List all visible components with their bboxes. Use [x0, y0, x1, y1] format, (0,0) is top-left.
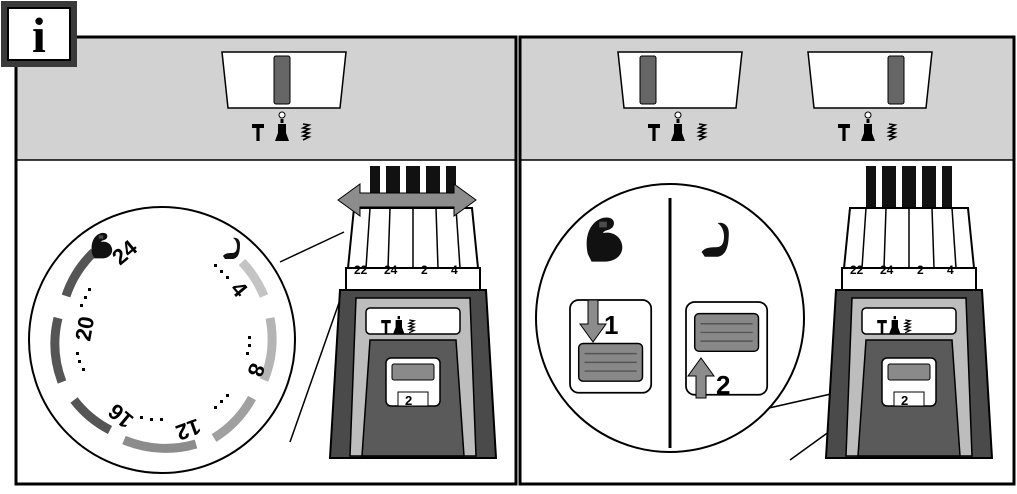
- clutch-dial-magnifier: 24 20 16 12 8 4: [28, 206, 345, 474]
- mode-selector-drill: [617, 51, 743, 141]
- svg-text:22: 22: [850, 263, 864, 277]
- svg-text:2: 2: [421, 263, 428, 277]
- svg-text:4: 4: [451, 263, 458, 277]
- step-1-label: 1: [604, 310, 618, 340]
- info-icon: i: [7, 7, 71, 63]
- info-badge: i: [1, 1, 77, 67]
- rotate-double-arrow: [337, 183, 477, 217]
- gear-label-right: 2: [901, 393, 908, 408]
- svg-text:2: 2: [917, 263, 924, 277]
- info-letter: i: [32, 7, 46, 63]
- drill-right: [825, 165, 993, 459]
- step-2-label: 2: [716, 370, 730, 400]
- svg-text:24: 24: [880, 263, 894, 277]
- right-top-band: [521, 38, 1013, 160]
- clutch-scale-right: 22 24 2 4: [850, 263, 954, 277]
- svg-text:24: 24: [384, 263, 398, 277]
- gear-label-left: 2: [405, 393, 412, 408]
- arrow-up-icon: [687, 357, 715, 399]
- svg-text:4: 4: [947, 263, 954, 277]
- arrow-down-icon: [579, 299, 607, 343]
- clutch-scale-left: 22 24 2 4: [354, 263, 458, 277]
- svg-text:22: 22: [354, 263, 368, 277]
- dial-label-20: 20: [70, 314, 99, 342]
- mode-selector-hammer: [221, 51, 347, 141]
- gear-selector-magnifier: 1 2: [535, 183, 885, 461]
- mode-selector-screw: [807, 51, 933, 141]
